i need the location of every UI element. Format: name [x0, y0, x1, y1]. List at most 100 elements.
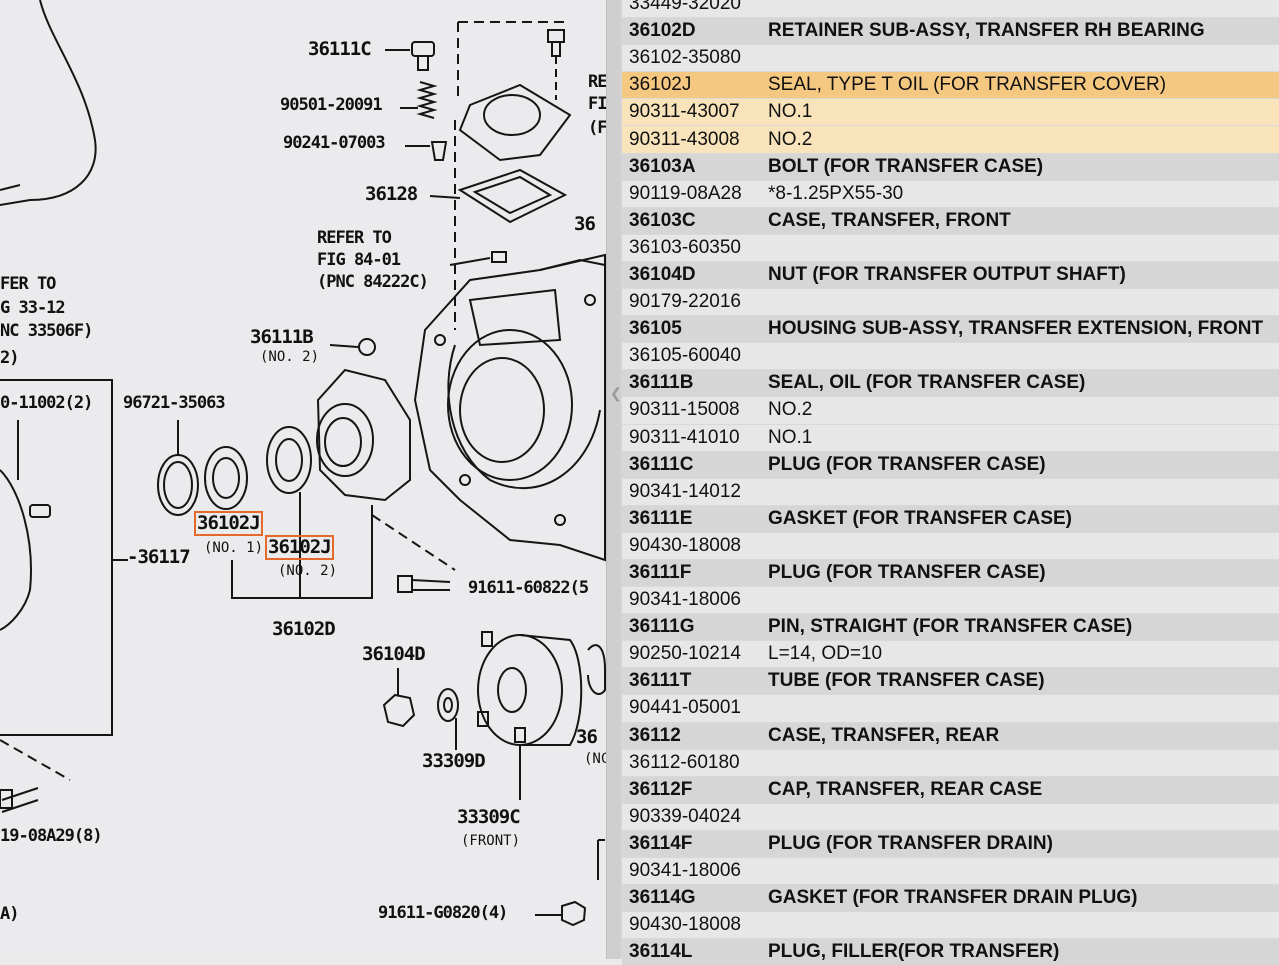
callout-36102J-no1[interactable]: 36102J	[194, 511, 263, 536]
callout-0-11002[interactable]: 0-11002(2)	[0, 393, 93, 413]
collapse-chevron-icon[interactable]: ❮	[610, 385, 622, 401]
part-description: RETAINER SUB-ASSY, TRANSFER RH BEARING	[768, 20, 1205, 42]
callout-36111C[interactable]: 36111C	[308, 38, 372, 60]
callout-36102J-no1-sub: (NO. 1)	[204, 540, 264, 556]
callout-96721-35063[interactable]: 96721-35063	[123, 393, 226, 413]
part-code: 36103-60350	[629, 236, 741, 258]
part-code: 90119-08A28	[629, 182, 742, 204]
callout-36111B[interactable]: 36111B	[250, 326, 314, 348]
part-description: PLUG (FOR TRANSFER CASE)	[768, 562, 1046, 584]
part-number-row[interactable]: 36112-60180	[622, 748, 1279, 776]
part-code: 36111F	[629, 562, 692, 584]
callout-A: A)	[0, 904, 20, 924]
part-description: GASKET (FOR TRANSFER DRAIN PLUG)	[768, 887, 1138, 909]
part-description: SEAL, OIL (FOR TRANSFER CASE)	[768, 372, 1086, 394]
part-number-row[interactable]: 90119-08A28 *8-1.25PX55-30	[622, 179, 1279, 207]
part-code: 90430-18008	[629, 914, 741, 936]
callout-91611-60822[interactable]: 91611-60822(5	[468, 578, 589, 598]
part-code: 36105-60040	[629, 345, 741, 367]
part-number-row[interactable]: 90179-22016	[622, 288, 1279, 316]
part-number-row[interactable]: 90339-04024	[622, 802, 1279, 830]
part-code: 90339-04024	[629, 805, 741, 827]
part-number-row[interactable]: 36103-60350	[622, 233, 1279, 261]
part-code: 36112-60180	[629, 751, 740, 773]
part-code: 90441-05001	[629, 697, 741, 719]
part-description: NO.1	[768, 426, 813, 448]
callout-90501-20091[interactable]: 90501-20091	[280, 95, 383, 115]
refer-note-line2: FIG 84-01	[317, 250, 401, 270]
part-description: BOLT (FOR TRANSFER CASE)	[768, 155, 1044, 177]
callout-36102J-no2[interactable]: 36102J	[265, 535, 334, 560]
callout-36104D[interactable]: 36104D	[362, 643, 426, 665]
edge-label-re: RE	[588, 72, 608, 92]
part-code: 36103A	[629, 155, 696, 177]
part-code: 36114G	[629, 887, 696, 909]
part-group-row[interactable]: 36112 CASE, TRANSFER, REAR	[622, 721, 1279, 749]
part-number-row[interactable]: 36105-60040	[622, 342, 1279, 370]
pane-divider[interactable]: ❮	[606, 0, 622, 959]
part-group-row[interactable]: 36114G GASKET (FOR TRANSFER DRAIN PLUG)	[622, 884, 1279, 912]
callout-36128[interactable]: 36128	[365, 183, 418, 205]
callout-91611-G0820[interactable]: 91611-G0820(4)	[378, 903, 508, 923]
part-number-row[interactable]: 90430-18008	[622, 531, 1279, 559]
part-number-row[interactable]: 90341-18006	[622, 586, 1279, 614]
part-number-row[interactable]: 90341-14012	[622, 477, 1279, 505]
part-group-row[interactable]: 36111F PLUG (FOR TRANSFER CASE)	[622, 558, 1279, 587]
part-description: CASE, TRANSFER, REAR	[768, 724, 1000, 746]
callout-19-08A29[interactable]: 19-08A29(8)	[0, 826, 103, 846]
part-code: 33449-32020	[629, 0, 741, 15]
part-group-row[interactable]: 36103A BOLT (FOR TRANSFER CASE)	[622, 152, 1279, 180]
part-description: NO.2	[768, 399, 813, 421]
refer-note-line3[interactable]: (PNC 84222C)	[317, 272, 429, 292]
callout-36102D[interactable]: 36102D	[272, 618, 336, 640]
part-description: GASKET (FOR TRANSFER CASE)	[768, 507, 1072, 529]
callout-36117[interactable]: -36117	[127, 546, 191, 568]
part-description: HOUSING SUB-ASSY, TRANSFER EXTENSION, FR…	[768, 318, 1264, 340]
part-number-row[interactable]: 33449-32020	[622, 0, 1279, 18]
part-number-row[interactable]: 36102-35080	[622, 44, 1279, 72]
callout-33309C[interactable]: 33309C	[457, 806, 521, 828]
part-code: 36111B	[629, 372, 694, 394]
part-code: 36111C	[629, 453, 694, 475]
part-number-row[interactable]: 90430-18008	[622, 911, 1279, 939]
part-number-row[interactable]: 90341-18006	[622, 857, 1279, 885]
part-description: NO.2	[768, 128, 813, 150]
left-refer-line3[interactable]: NC 33506F)	[0, 321, 93, 341]
part-code: 90250-10214	[629, 643, 741, 665]
part-group-row[interactable]: 36105 HOUSING SUB-ASSY, TRANSFER EXTENSIO…	[622, 315, 1279, 343]
part-number-row[interactable]: 90441-05001	[622, 694, 1279, 722]
exploded-view-drawing	[0, 0, 606, 927]
part-description: SEAL, TYPE T OIL (FOR TRANSFER COVER)	[768, 74, 1167, 96]
part-code: 36111T	[629, 670, 692, 692]
callout-90241-07003[interactable]: 90241-07003	[283, 133, 386, 153]
left-refer-line2: G 33-12	[0, 298, 66, 318]
part-description: *8-1.25PX55-30	[768, 182, 904, 204]
part-group-row[interactable]: 36111B SEAL, OIL (FOR TRANSFER CASE)	[622, 369, 1279, 397]
edge-label-36b: 36	[576, 726, 598, 748]
part-code: 36112	[629, 724, 681, 746]
part-code: 36105	[629, 318, 682, 340]
part-description: CASE, TRANSFER, FRONT	[768, 209, 1011, 231]
callout-33309D[interactable]: 33309D	[422, 750, 486, 772]
part-code: 90341-18006	[629, 589, 741, 611]
refer-note-line1: REFER TO	[317, 228, 392, 248]
left-refer-line1: FER TO	[0, 274, 56, 294]
parts-diagram[interactable]: 36111C 90501-20091 90241-07003 36128 REF…	[0, 0, 608, 959]
